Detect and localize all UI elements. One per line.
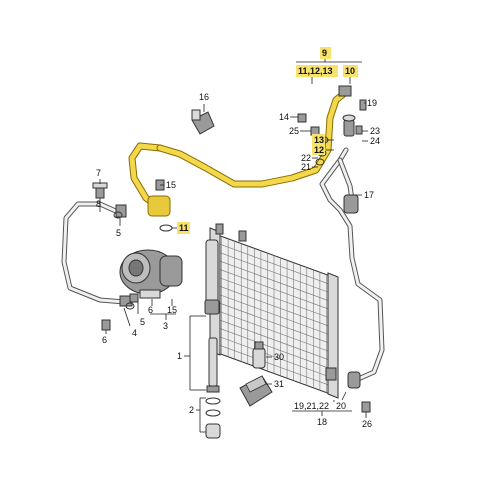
label-15-top: 15: [166, 180, 176, 190]
label-26: 26: [362, 419, 372, 429]
label-18: 18: [317, 417, 327, 427]
mounting-bracket: [239, 375, 273, 407]
label-3: 3: [163, 321, 168, 331]
label-5-bottom: 5: [140, 317, 145, 327]
label-12: 12: [314, 145, 324, 155]
label-30: 30: [274, 352, 284, 362]
compressor: [119, 249, 183, 299]
label-2: 2: [189, 405, 194, 415]
label-14: 14: [279, 112, 289, 122]
service-valve: [342, 114, 356, 137]
highlight-12: [312, 144, 325, 155]
highlight-9: [320, 47, 331, 59]
label-10: 10: [345, 66, 355, 76]
label-23: 23: [370, 126, 380, 136]
highlighted-pressure-pipe: [128, 85, 352, 217]
label-1: 1: [177, 351, 182, 361]
highlight-11: [177, 222, 190, 234]
label-6-right: 6: [148, 305, 153, 315]
highlight-11-12-13: [296, 65, 338, 77]
right-liquid-pipe: [319, 147, 385, 389]
label-11: 11: [179, 223, 189, 233]
pressure-switch: [252, 341, 266, 369]
highlight-10: [343, 65, 358, 77]
condenser: [209, 223, 339, 399]
label-11-12-13: 11,12,13: [298, 66, 333, 76]
condenser-fins: [214, 236, 334, 393]
highlight-13: [312, 134, 325, 145]
label-7: 7: [96, 168, 101, 178]
label-9: 9: [322, 48, 327, 58]
label-15-bottom: 15: [167, 305, 177, 315]
label-21-top: 21: [301, 162, 311, 172]
label-6-left: 6: [102, 335, 107, 345]
label-31: 31: [274, 379, 284, 389]
label-19-top: 19: [367, 98, 377, 108]
label-5-top: 5: [116, 228, 121, 238]
drier-seal-rings: [205, 397, 221, 439]
left-suction-pipe: [61, 201, 133, 307]
label-16: 16: [199, 92, 209, 102]
label-20: 20: [336, 401, 346, 411]
leader-lines: [99, 54, 368, 433]
receiver-drier: [204, 239, 220, 393]
pipe-bracket: [191, 109, 215, 135]
label-24: 24: [370, 136, 380, 146]
label-8: 8: [96, 199, 101, 209]
label-19-21-22: 19,21,22: [294, 401, 329, 411]
part-number-labels: 9 11,12,13 10 13 12 11 16 14 19 25 23 24…: [96, 47, 380, 429]
label-17: 17: [364, 190, 374, 200]
label-4: 4: [132, 328, 137, 338]
label-13: 13: [314, 135, 324, 145]
label-22-top: 22: [301, 153, 311, 163]
label-25: 25: [289, 126, 299, 136]
